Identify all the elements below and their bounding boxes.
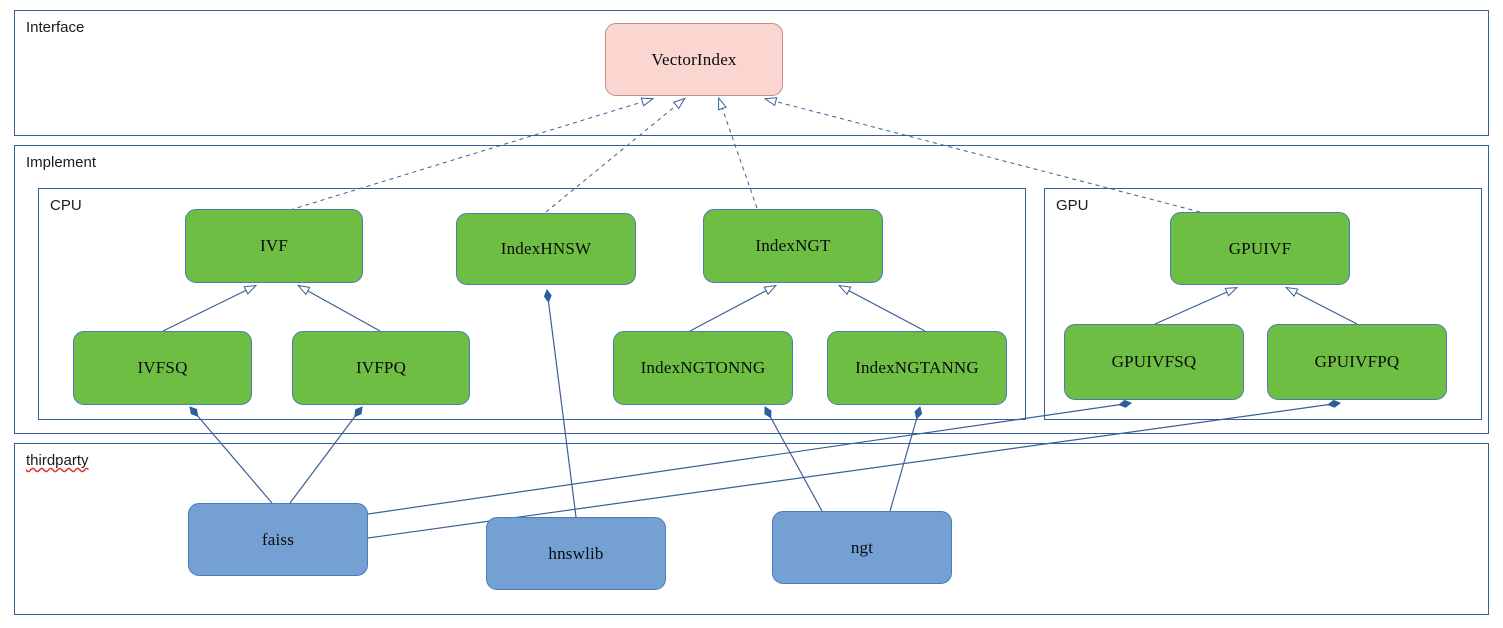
node-indexngt[interactable]: IndexNGT [703, 209, 883, 283]
container-label-implement: Implement [26, 154, 97, 171]
node-gpuivfsq[interactable]: GPUIVFSQ [1064, 324, 1244, 400]
node-label-gpuivfsq: GPUIVFSQ [1111, 352, 1197, 371]
node-label-faiss: faiss [261, 529, 295, 549]
node-ngt[interactable]: ngt [772, 511, 952, 584]
node-gpuivf[interactable]: GPUIVF [1170, 212, 1350, 285]
node-label-hnswlib: hnswlib [548, 543, 604, 563]
node-gpuivfpq[interactable]: GPUIVFPQ [1267, 324, 1447, 400]
node-label-gpuivfpq: GPUIVFPQ [1314, 352, 1400, 371]
node-label-ivf: IVF [260, 236, 288, 255]
node-label-indexngt: IndexNGT [755, 236, 831, 255]
node-vectorindex[interactable]: VectorIndex [605, 23, 783, 96]
node-faiss[interactable]: faiss [188, 503, 368, 576]
node-label-ivfpq: IVFPQ [355, 358, 407, 377]
node-ivf[interactable]: IVF [185, 209, 363, 283]
node-label-indexngtonng: IndexNGTONNG [640, 358, 766, 377]
node-label-ivfsq: IVFSQ [137, 358, 188, 377]
container-label-interface: Interface [26, 19, 85, 36]
node-indexhnsw[interactable]: IndexHNSW [456, 213, 636, 285]
container-label-gpu: GPU [1056, 197, 1089, 214]
container-label-thirdparty: thirdparty [26, 452, 89, 469]
node-label-indexhnsw: IndexHNSW [500, 239, 592, 258]
node-label-vectorindex: VectorIndex [651, 49, 737, 69]
node-label-ngt: ngt [850, 537, 874, 557]
node-label-indexngtanng: IndexNGTANNG [855, 358, 979, 377]
node-hnswlib[interactable]: hnswlib [486, 517, 666, 590]
node-ivfsq[interactable]: IVFSQ [73, 331, 252, 405]
node-ivfpq[interactable]: IVFPQ [292, 331, 470, 405]
node-indexngtonng[interactable]: IndexNGTONNG [613, 331, 793, 405]
node-label-gpuivf: GPUIVF [1228, 238, 1292, 258]
container-label-cpu: CPU [50, 197, 82, 214]
node-indexngtanng[interactable]: IndexNGTANNG [827, 331, 1007, 405]
